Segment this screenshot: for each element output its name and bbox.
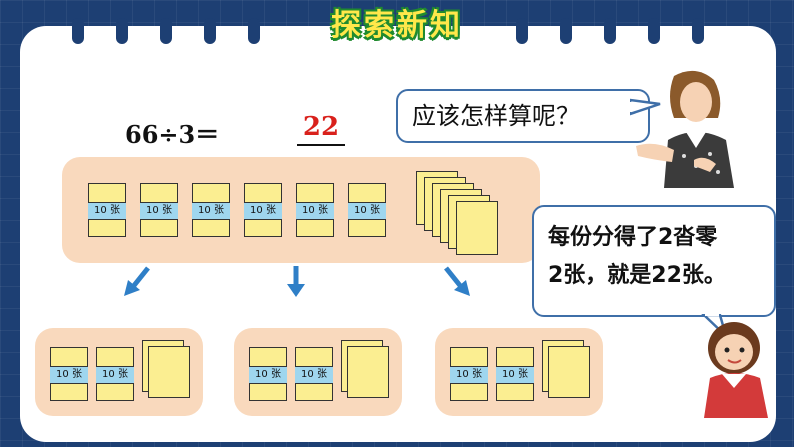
teacher-illustration — [636, 70, 734, 188]
paper-bundle: 10 张 — [348, 183, 386, 237]
bundle-label: 10 张 — [295, 366, 333, 384]
share-tray-3: 10 张 10 张 — [435, 328, 603, 416]
loose-sheet — [456, 201, 498, 255]
paper-bundle: 10 张 — [496, 347, 534, 401]
binder-ring — [560, 18, 572, 44]
section-title: 探索新知 — [331, 8, 463, 43]
bundle-label: 10 张 — [96, 366, 134, 384]
student-speech-line-2: 2张，就是22张。 — [548, 263, 726, 288]
share-tray-2: 10 张 10 张 — [234, 328, 402, 416]
paper-bundle: 10 张 — [50, 347, 88, 401]
bundle-label: 10 张 — [249, 366, 287, 384]
paper-bundle: 10 张 — [296, 183, 334, 237]
bundle-label: 10 张 — [244, 202, 282, 220]
paper-bundle: 10 张 — [140, 183, 178, 237]
paper-bundle: 10 张 — [244, 183, 282, 237]
split-arrow-right — [444, 266, 470, 296]
paper-bundle: 10 张 — [192, 183, 230, 237]
binder-ring — [648, 18, 660, 44]
bundle-label: 10 张 — [348, 202, 386, 220]
paper-bundle: 10 张 — [295, 347, 333, 401]
paper-bundle: 10 张 — [88, 183, 126, 237]
bundle-label: 10 张 — [192, 202, 230, 220]
student-illustration — [704, 322, 768, 418]
paper-bundle: 10 张 — [450, 347, 488, 401]
split-arrow-middle — [287, 266, 305, 297]
binder-ring — [116, 18, 128, 44]
bundle-label: 10 张 — [450, 366, 488, 384]
bundle-label: 10 张 — [496, 366, 534, 384]
teacher-speech-bubble: 应该怎样算呢？ — [396, 89, 650, 143]
binder-ring — [72, 18, 84, 44]
teacher-bubble-tail — [630, 98, 661, 116]
loose-sheet — [548, 346, 590, 398]
loose-sheet — [347, 346, 389, 398]
equation-answer: 22 — [297, 112, 345, 146]
loose-sheet — [148, 346, 190, 398]
binder-ring — [248, 18, 260, 44]
bundle-label: 10 张 — [50, 366, 88, 384]
division-equation: 66÷3＝ — [125, 120, 220, 149]
split-arrow-left — [124, 266, 150, 296]
paper-bundle: 10 张 — [96, 347, 134, 401]
binder-ring — [516, 18, 528, 44]
bundle-label: 10 张 — [140, 202, 178, 220]
binder-ring — [204, 18, 216, 44]
share-tray-1: 10 张 10 张 — [35, 328, 203, 416]
teacher-speech-text: 应该怎样算呢？ — [412, 102, 580, 130]
binder-ring — [160, 18, 172, 44]
binder-ring — [604, 18, 616, 44]
total-paper-tray: 10 张 10 张 10 张 10 张 10 张 10 张 — [62, 157, 540, 263]
bundle-label: 10 张 — [88, 202, 126, 220]
student-speech-line-1: 每份分得了2沓零 — [548, 225, 718, 250]
student-speech-bubble: 每份分得了2沓零 2张，就是22张。 — [532, 205, 776, 317]
binder-ring — [692, 18, 704, 44]
paper-bundle: 10 张 — [249, 347, 287, 401]
bundle-label: 10 张 — [296, 202, 334, 220]
